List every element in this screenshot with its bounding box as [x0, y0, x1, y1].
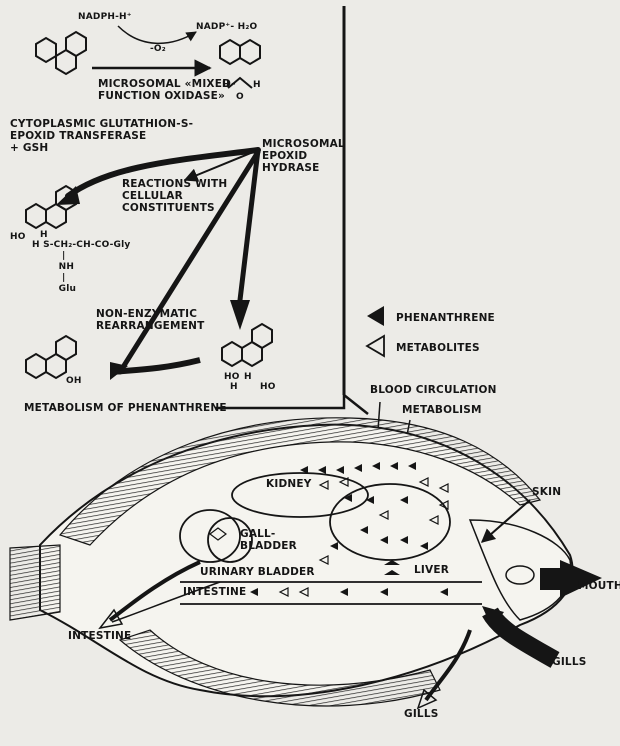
metabolism-label: METABOLISM — [402, 404, 482, 416]
hydrase-label: MICROSOMAL EPOXID HYDRASE — [262, 138, 345, 174]
epoxide-h-left: H — [222, 80, 230, 91]
intestine-inner-label: INTESTINE — [183, 586, 246, 598]
gallbladder-label: GALL- BLADDER — [240, 528, 297, 552]
skin-label: SKIN — [532, 486, 561, 498]
gills-bottom-label: GILLS — [404, 708, 438, 720]
phenol-molecule — [26, 336, 76, 378]
intestine-out-label: INTESTINE — [68, 630, 131, 642]
cofactor-arc — [118, 26, 196, 43]
nonenzymatic-label: NON-ENZYMATIC REARRANGEMENT — [96, 308, 204, 332]
arrowhead-hydrase — [230, 300, 250, 330]
epoxide-h-right: H — [253, 80, 261, 91]
legend-metabolites-label: METABOLITES — [396, 342, 480, 354]
conjugate-chain: H S-CH₂-CH-CO-Gly | NH | Glu — [32, 240, 130, 295]
legend-phenanthrene-label: PHENANTHRENE — [396, 312, 495, 324]
epoxide-o: O — [236, 92, 244, 103]
conjugate-ho: HO — [10, 232, 26, 243]
phenanthrene-molecule — [36, 32, 86, 74]
nadph-label: NADPH-H⁺ — [78, 12, 132, 23]
urinary-bladder-label: URINARY BLADDER — [200, 566, 315, 578]
divider-base-left — [215, 395, 344, 408]
legend-phenanthrene-arrow — [367, 306, 384, 326]
diol-h2: H — [230, 382, 238, 393]
fish-body — [10, 418, 573, 706]
blood-circulation-label: BLOOD CIRCULATION — [370, 384, 497, 396]
divider-base-right — [344, 395, 368, 414]
mouth-label: MOUTH — [578, 580, 620, 592]
gills-right-label: GILLS — [552, 656, 586, 668]
cellular-label: REACTIONS WITH CELLULAR CONSTITUENTS — [122, 178, 227, 214]
diol-ho2: HO — [260, 382, 276, 393]
dihydrodiol-molecule — [222, 324, 272, 366]
legend-metabolites-arrow — [367, 336, 384, 356]
tail-fin — [10, 545, 60, 620]
nadp-label: NADP⁺- H₂O — [196, 22, 257, 33]
oxidase-label: MICROSOMAL «MIXED- FUNCTION OXIDASE» — [98, 78, 236, 102]
transferase-label: CYTOPLASMIC GLUTATHION-S- EPOXID TRANSFE… — [10, 118, 193, 154]
phenol-oh: OH — [66, 376, 82, 387]
oxygen-label: -O₂ — [150, 44, 166, 55]
liver-label: LIVER — [414, 564, 449, 576]
kidney-label: KIDNEY — [266, 478, 312, 490]
diol-h: H — [244, 372, 252, 383]
diagram-title: METABOLISM OF PHENANTHRENE — [24, 402, 227, 414]
